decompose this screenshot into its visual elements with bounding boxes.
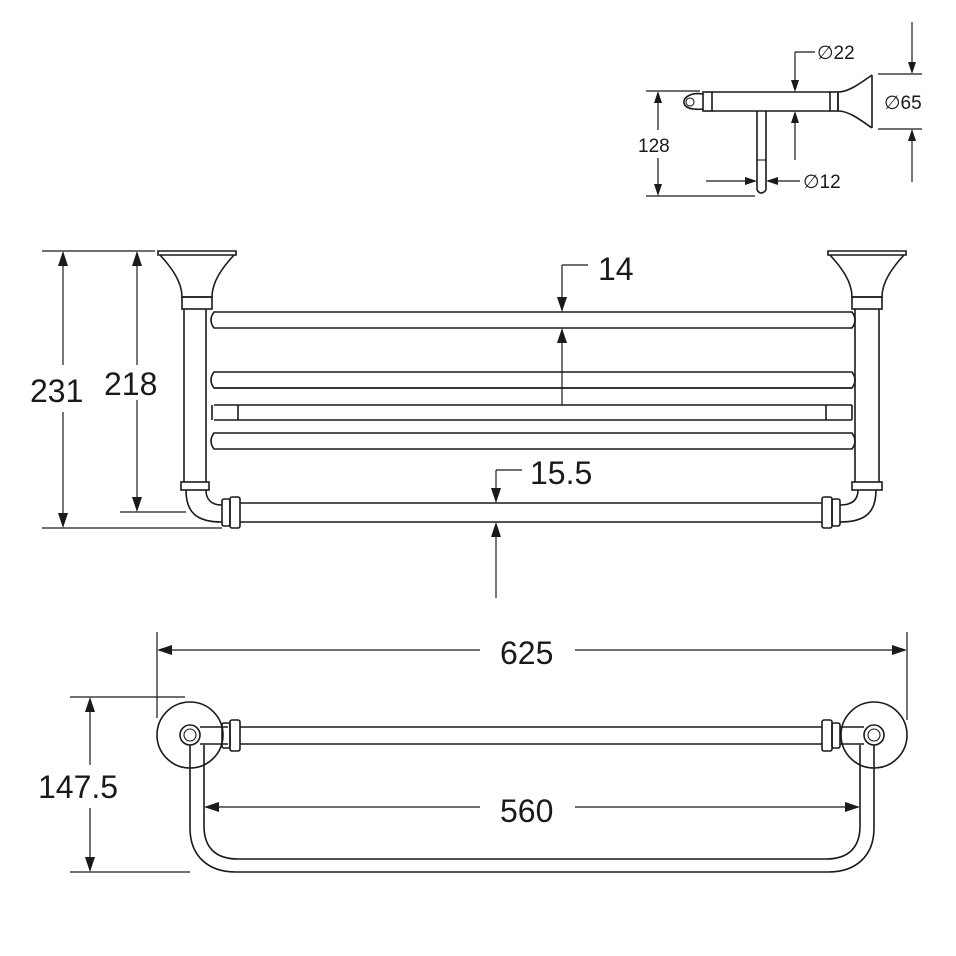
top-view: 625 560 147.5 <box>38 632 908 873</box>
dim-diameter-65: ∅65 <box>884 93 922 114</box>
front-view: 231 218 14 15.5 <box>30 250 907 598</box>
dim-width-625: 625 <box>500 635 553 671</box>
dim-diameter-12: ∅12 <box>803 172 841 193</box>
dim-thickness-14: 14 <box>598 251 634 287</box>
dim-height-218: 218 <box>104 366 157 402</box>
dim-thickness-15-5: 15.5 <box>530 455 592 491</box>
dim-height-128: 128 <box>638 136 670 157</box>
dim-height-231: 231 <box>30 373 83 409</box>
dim-depth-147-5: 147.5 <box>38 769 118 805</box>
side-view: ∅22 ∅65 ∅12 128 <box>638 22 922 197</box>
dim-diameter-22: ∅22 <box>817 43 855 64</box>
dim-width-560: 560 <box>500 793 553 829</box>
